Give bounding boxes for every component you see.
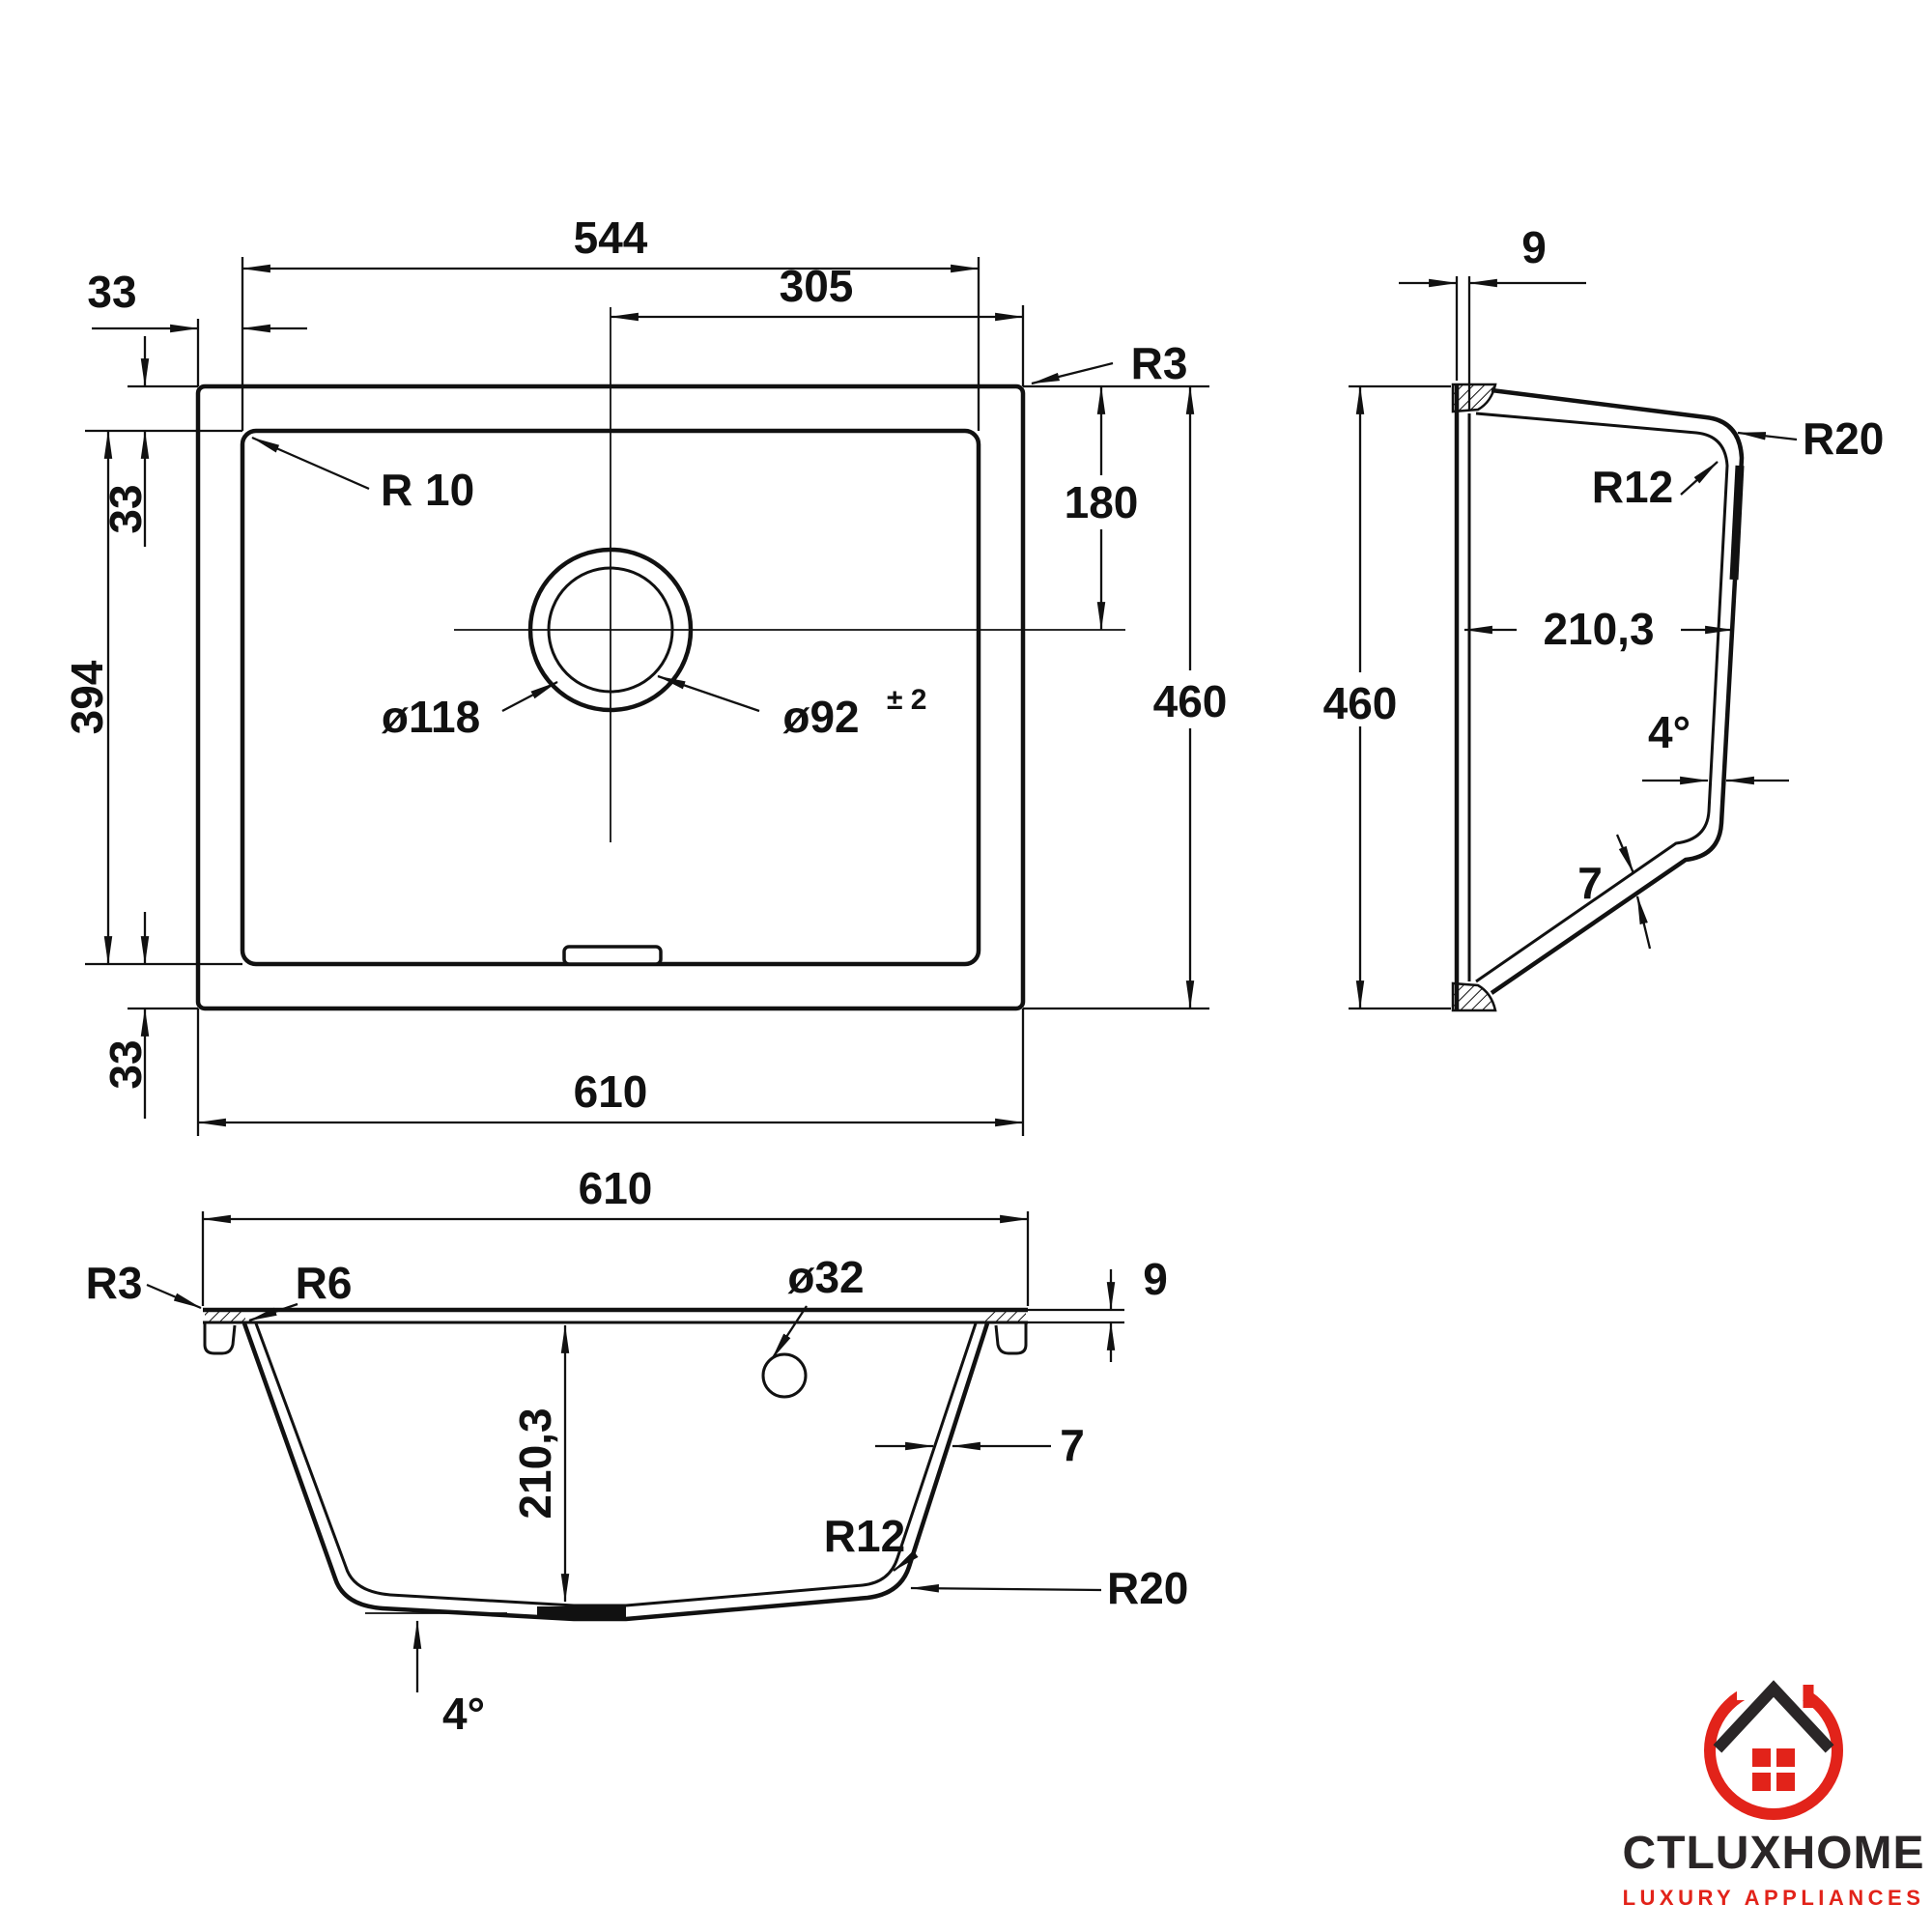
- side-rim-section-top: [1451, 383, 1497, 413]
- front-radius-r3: R3: [86, 1258, 143, 1308]
- plan-dim-33-bottom: 33: [100, 1039, 151, 1089]
- front-dimension-lines: [146, 1214, 1116, 1692]
- front-radius-r12: R12: [824, 1511, 905, 1561]
- plan-dim-33-left: 33: [87, 267, 136, 317]
- brand-name-ct: CT: [1623, 1828, 1687, 1879]
- plan-radius-r10: R 10: [381, 465, 474, 515]
- front-rim-section-left: [205, 1311, 245, 1321]
- front-radius-r20: R20: [1107, 1563, 1188, 1613]
- front-drain-outlet: [537, 1606, 626, 1617]
- brand-name-home: HOME: [1781, 1828, 1924, 1879]
- plan-overflow-slot: [562, 945, 663, 966]
- plan-extension-lines: [85, 257, 1209, 1136]
- front-bowl-inner-profile: [254, 1322, 978, 1607]
- plan-drain-dia-118: ø118: [382, 692, 480, 742]
- side-extension-lines: [1349, 276, 1471, 1010]
- brand-name-lux: LUX: [1686, 1828, 1781, 1879]
- front-rim-lip-right: [994, 1322, 1028, 1355]
- side-rim-section-bottom: [1451, 981, 1497, 1012]
- side-radius-r12: R12: [1592, 462, 1673, 512]
- plan-drain-dia-92: ø92: [782, 692, 859, 742]
- front-dim-9: 9: [1143, 1254, 1168, 1304]
- side-radius-r20: R20: [1803, 413, 1884, 464]
- brand-tagline: LUXURY APPLIANCES: [1623, 1886, 1925, 1910]
- plan-centerlines: [454, 307, 1125, 842]
- plan-dim-460: 460: [1153, 676, 1228, 726]
- front-rim-lip-left: [203, 1322, 237, 1355]
- front-drain-dia-32: ø32: [787, 1252, 864, 1302]
- side-angle-4: 4°: [1648, 707, 1690, 757]
- brand-name: CTLUXHOME: [1623, 1828, 1925, 1879]
- logo-roof-icon: [1713, 1680, 1834, 1753]
- side-dim-460: 460: [1323, 678, 1398, 728]
- side-dimension-lines: [1355, 278, 1798, 1009]
- plan-dim-33-top: 33: [100, 484, 151, 533]
- side-drain-recess-edge: [1729, 465, 1745, 581]
- plan-dim-544: 544: [574, 213, 648, 263]
- front-rim-section-right: [985, 1311, 1026, 1321]
- front-drain-hole-circle: [761, 1352, 808, 1399]
- side-bowl-inner-profile: [1475, 412, 1729, 983]
- front-radius-r6: R6: [296, 1258, 353, 1308]
- side-bowl-outer-profile: [1490, 387, 1745, 995]
- plan-dimension-lines: [92, 264, 1195, 1127]
- side-dim-9: 9: [1521, 222, 1547, 272]
- front-angle-4: 4°: [442, 1689, 485, 1739]
- front-view: 610 R3 R6 ø32 9 210,3 7 R12 R20 4°: [86, 1163, 1189, 1739]
- plan-view: 544 305 33 R3 R 10 33 394 33 180 460 610…: [62, 213, 1227, 1136]
- plan-radius-r3: R3: [1131, 338, 1188, 388]
- plan-dim-180: 180: [1065, 477, 1139, 527]
- front-dim-210-3: 210,3: [510, 1407, 560, 1519]
- side-dim-210-3: 210,3: [1543, 604, 1654, 654]
- plan-drain-dia-92-tolerance: ± 2: [887, 684, 926, 716]
- side-view: 9 R20 R12 210,3 4° 460 7: [1323, 222, 1884, 1012]
- front-dim-610: 610: [579, 1163, 653, 1213]
- plan-dim-610: 610: [574, 1066, 648, 1117]
- brand-logo: CTLUXHOME LUXURY APPLIANCES: [1623, 1677, 1925, 1910]
- plan-dim-305: 305: [780, 261, 854, 311]
- logo-window-icon: [1752, 1748, 1795, 1791]
- side-dim-7: 7: [1577, 858, 1603, 908]
- plan-dim-394: 394: [62, 660, 112, 734]
- front-bowl-outer-profile: [242, 1322, 990, 1622]
- front-dim-7: 7: [1060, 1420, 1085, 1470]
